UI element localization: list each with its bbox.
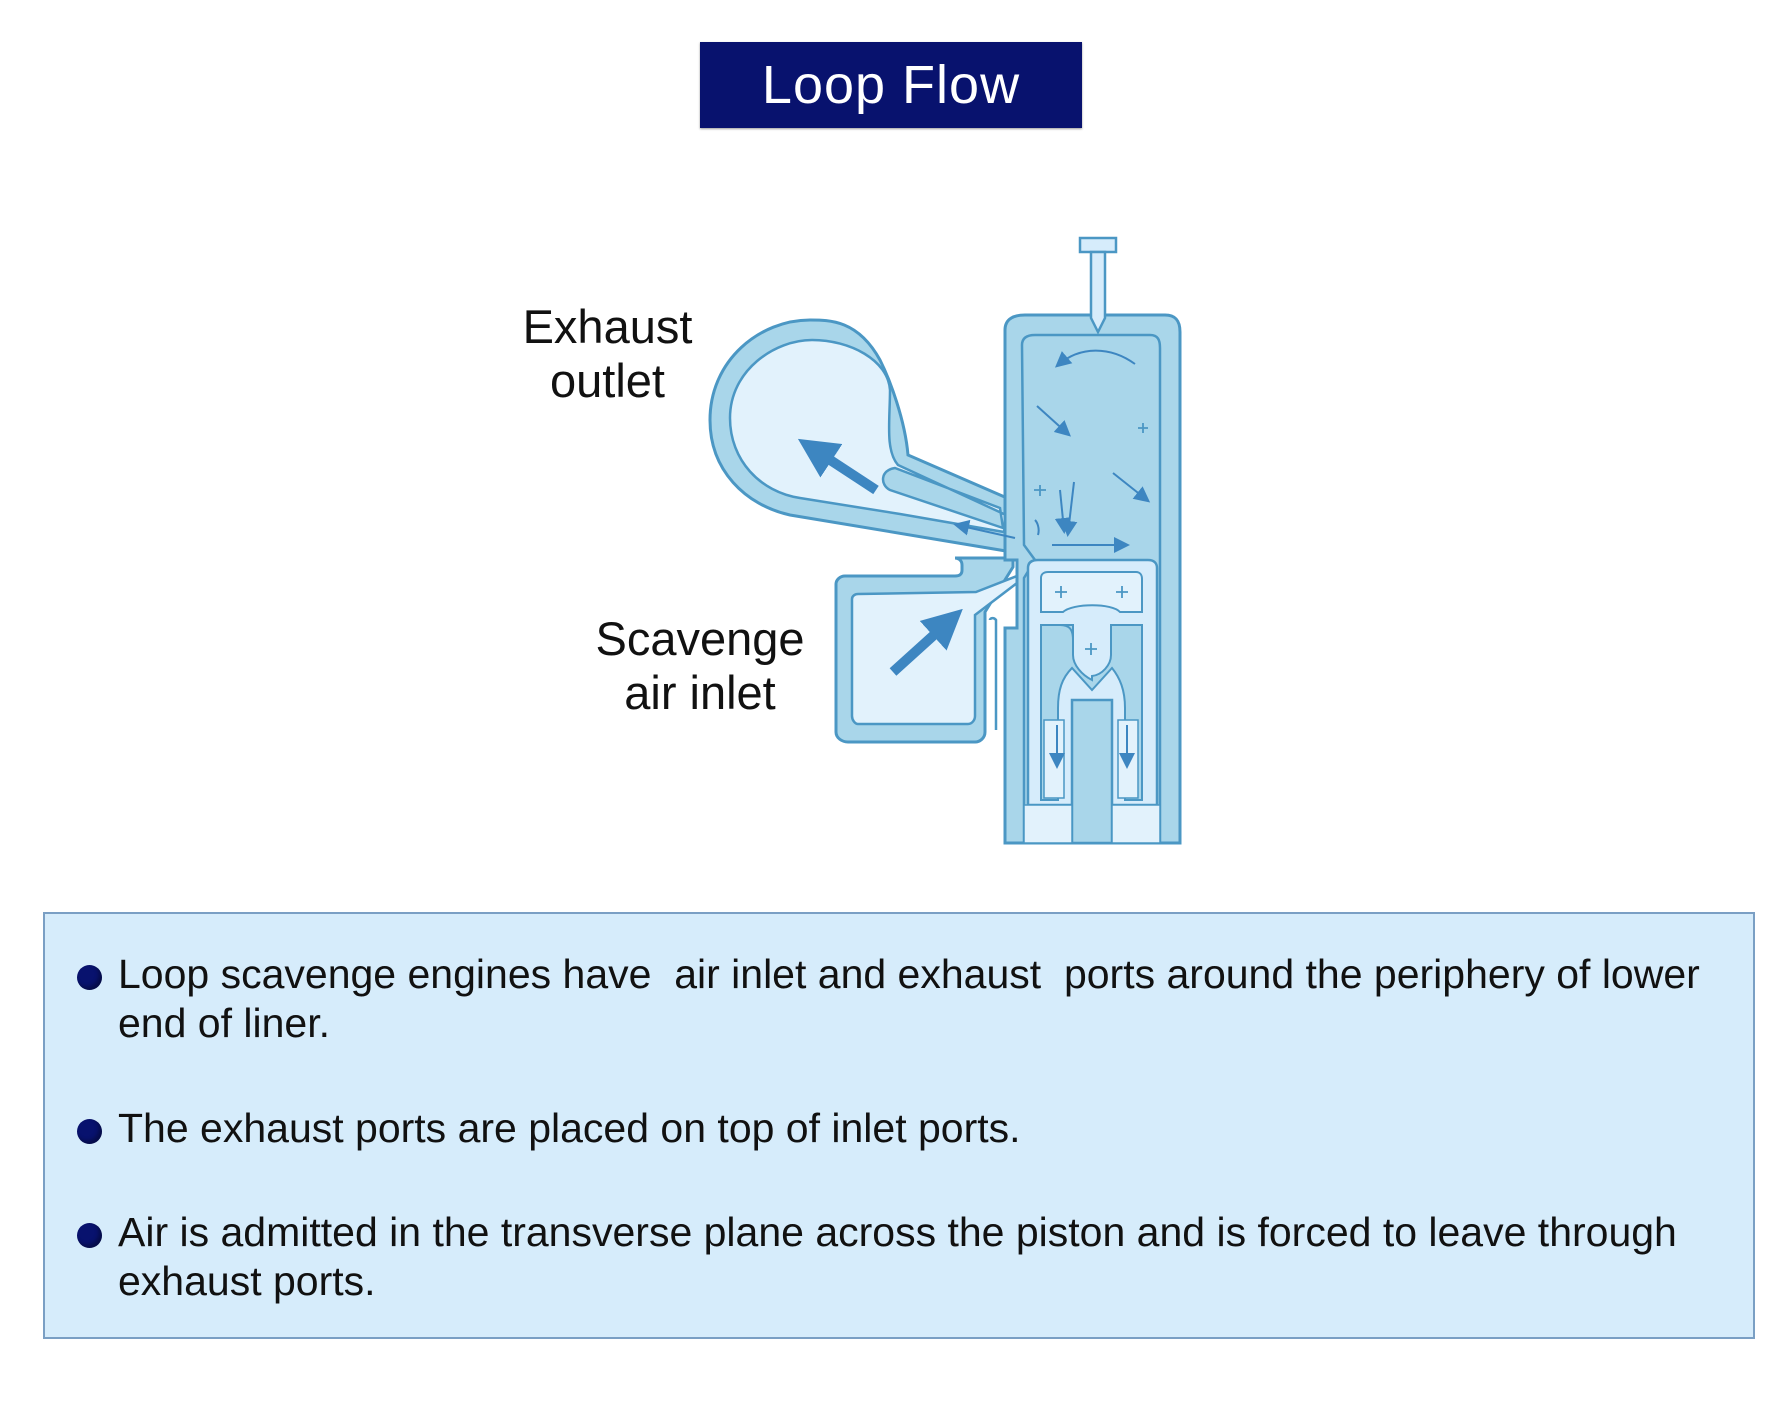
bullet-dot-icon — [77, 1223, 102, 1248]
exhaust-flow-arrow — [797, 438, 879, 495]
exhaust-label-line2: outlet — [550, 354, 665, 407]
exhaust-outlet-label: Exhaust outlet — [500, 300, 715, 408]
scavenge-label-line2: air inlet — [624, 666, 776, 719]
bullet-item: Loop scavenge engines have air inlet and… — [77, 950, 1758, 1048]
bullet-dot-icon — [77, 1119, 102, 1144]
bullet-text: Air is admitted in the transverse plane … — [118, 1209, 1689, 1304]
scavenge-inlet-label: Scavenge air inlet — [585, 612, 815, 720]
injector-stem — [1089, 250, 1107, 335]
scavenge-flow-arrow — [889, 608, 963, 676]
bullet-panel: Loop scavenge engines have air inlet and… — [43, 912, 1755, 1339]
bullet-item: The exhaust ports are placed on top of i… — [77, 1104, 1758, 1153]
scavenge-chamber — [850, 574, 1019, 726]
exhaust-label-line1: Exhaust — [522, 300, 693, 353]
scavenge-label-line1: Scavenge — [595, 612, 805, 665]
bullet-text: Loop scavenge engines have air inlet and… — [118, 951, 1712, 1046]
flow-arrows — [953, 349, 1151, 769]
injector-cap — [1078, 236, 1118, 254]
piston-rod — [1070, 698, 1114, 845]
bullet-text: The exhaust ports are placed on top of i… — [118, 1105, 1021, 1151]
charge-markers — [1034, 423, 1148, 655]
bullet-dot-icon — [77, 965, 102, 990]
bullet-item: Air is admitted in the transverse plane … — [77, 1208, 1758, 1306]
piston-crown — [1040, 571, 1143, 613]
slide-title: Loop Flow — [700, 42, 1082, 128]
loop-flow-diagram — [708, 236, 1182, 845]
exhaust-chamber — [728, 338, 1008, 534]
